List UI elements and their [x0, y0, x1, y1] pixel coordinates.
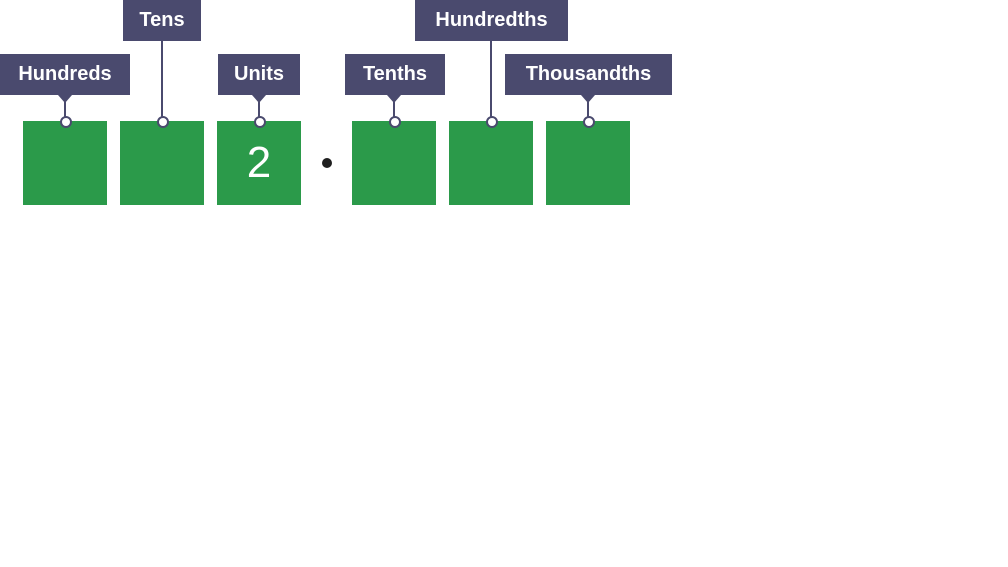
label-connector	[490, 41, 492, 118]
tile-thousandths	[546, 121, 630, 205]
anchor-dot	[486, 116, 498, 128]
anchor-dot	[157, 116, 169, 128]
decimal-point	[322, 158, 332, 168]
label-pointer	[252, 95, 266, 103]
label-connector	[258, 102, 260, 118]
label-pointer	[387, 95, 401, 103]
label-units: Units	[218, 54, 300, 95]
tile-units: 2	[217, 121, 301, 205]
label-connector	[587, 102, 589, 118]
tile-tenths	[352, 121, 436, 205]
label-hundredths: Hundredths	[415, 0, 568, 41]
label-connector	[64, 102, 66, 118]
tile-tens	[120, 121, 204, 205]
tile-hundreds	[23, 121, 107, 205]
anchor-dot	[389, 116, 401, 128]
label-tens: Tens	[123, 0, 201, 41]
anchor-dot	[60, 116, 72, 128]
label-connector	[161, 41, 163, 118]
label-pointer	[581, 95, 595, 103]
tile-hundredths	[449, 121, 533, 205]
label-connector	[393, 102, 395, 118]
label-pointer	[58, 95, 72, 103]
label-thousandths: Thousandths	[505, 54, 672, 95]
anchor-dot	[583, 116, 595, 128]
label-tenths: Tenths	[345, 54, 445, 95]
label-hundreds: Hundreds	[0, 54, 130, 95]
anchor-dot	[254, 116, 266, 128]
